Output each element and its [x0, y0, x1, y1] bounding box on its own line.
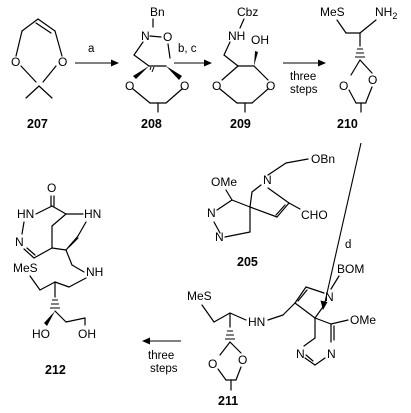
atom-nh: NH	[86, 265, 103, 279]
atom-ome: OMe	[350, 313, 376, 327]
atom-bn: Bn	[150, 5, 165, 19]
atom-nh: NH	[228, 29, 245, 43]
arrow-three-steps-1: three steps	[283, 59, 326, 96]
compound-208: Bn N O O O 208	[125, 5, 189, 131]
atom-o: O	[11, 55, 20, 69]
atom-oh: OH	[78, 327, 96, 341]
subscript-2: 2	[392, 11, 397, 21]
atom-n: N	[327, 347, 336, 361]
atom-nh2: NH2	[375, 5, 397, 21]
condition-three-steps: three	[290, 71, 316, 83]
compound-209: Cbz NH OH O O 209	[212, 5, 275, 131]
atom-mes: MeS	[187, 289, 212, 303]
condition-a: a	[88, 43, 95, 55]
atom-hn: HN	[17, 207, 34, 221]
atom-obn: OBn	[311, 152, 335, 166]
compound-211: MeS HN O O 211 N BOM OMe N	[187, 262, 376, 408]
condition-three-steps: steps	[290, 84, 318, 96]
compound-212: O HN HN N NH MeS HO OH	[13, 181, 103, 377]
condition-bc: b, c	[178, 43, 197, 55]
atom-o: O	[339, 79, 348, 93]
compound-label-209: 209	[230, 117, 251, 131]
nh-text: NH	[375, 5, 392, 19]
atom-n: N	[207, 206, 216, 220]
atom-o: O	[47, 181, 56, 195]
atom-o: O	[208, 357, 217, 371]
atom-o: O	[163, 30, 172, 44]
atom-o: O	[180, 79, 189, 93]
atom-mes: MeS	[13, 261, 38, 275]
atom-oh: OH	[251, 33, 269, 47]
atom-n: N	[141, 29, 150, 43]
atom-n: N	[296, 347, 305, 361]
atom-o: O	[58, 55, 67, 69]
compound-label-212: 212	[45, 363, 66, 377]
compound-label-208: 208	[141, 117, 162, 131]
atom-cbz: Cbz	[237, 5, 258, 19]
arrow-bc: b, c	[174, 43, 212, 67]
arrow-a: a	[75, 43, 119, 67]
atom-n: N	[325, 290, 334, 304]
compound-207: O O 207	[11, 18, 67, 131]
atom-n: N	[215, 230, 224, 244]
atom-hn: HN	[248, 315, 265, 329]
arrow-three-steps-2: three steps	[142, 337, 181, 375]
atom-ome: OMe	[211, 175, 237, 189]
atom-ho: HO	[32, 327, 50, 341]
atom-hn: HN	[84, 207, 101, 221]
arrow-d: d	[320, 142, 362, 310]
compound-label-207: 207	[27, 117, 48, 131]
atom-o: O	[368, 73, 377, 87]
atom-mes: MeS	[320, 5, 345, 19]
compound-205: OMe OBn N N N CHO 205	[207, 152, 335, 269]
atom-n: N	[263, 173, 272, 187]
atom-o: O	[212, 79, 221, 93]
condition-three-steps: three	[148, 350, 174, 362]
atom-bom: BOM	[337, 262, 364, 276]
atom-n: N	[15, 235, 24, 249]
atom-o: O	[238, 353, 247, 367]
atom-o: O	[125, 79, 134, 93]
atom-cho: CHO	[301, 208, 328, 222]
compound-label-211: 211	[218, 394, 238, 408]
compound-label-205: 205	[237, 255, 258, 269]
compound-label-210: 210	[337, 117, 358, 131]
condition-d: d	[345, 239, 351, 251]
compound-210: MeS NH2 O O 210	[320, 5, 397, 131]
atom-o: O	[266, 79, 275, 93]
condition-three-steps: steps	[150, 363, 178, 375]
